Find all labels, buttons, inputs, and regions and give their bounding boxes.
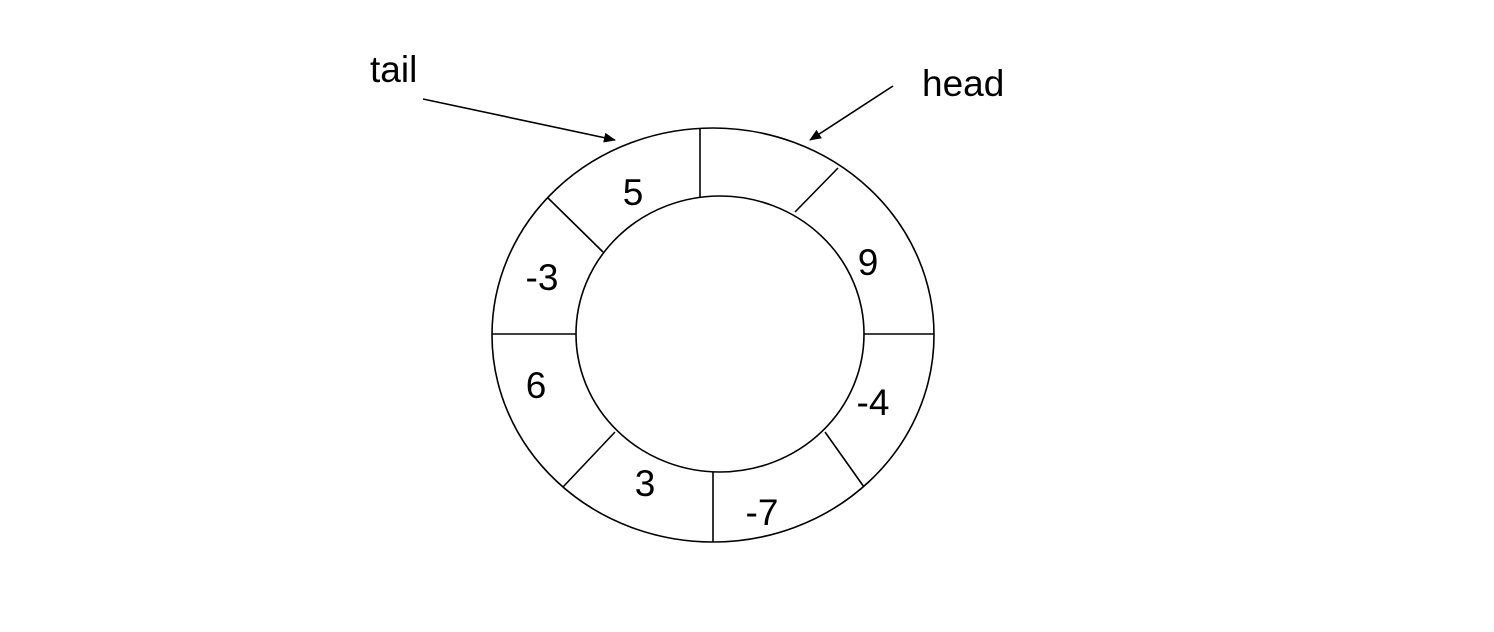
cell-value: -3 xyxy=(526,257,559,298)
cell-value: 6 xyxy=(526,365,547,406)
cell-value: -4 xyxy=(857,382,890,423)
divider xyxy=(794,167,839,213)
head-label: head xyxy=(922,63,1004,104)
divider xyxy=(562,431,616,488)
cell-value: 5 xyxy=(623,172,644,213)
cell-value: 3 xyxy=(635,463,656,504)
inner-ring xyxy=(575,195,865,473)
cell-dividers xyxy=(492,128,934,542)
divider xyxy=(547,197,604,253)
tail-label: tail xyxy=(370,49,417,90)
tail-arrow xyxy=(422,98,616,143)
cell-value: 9 xyxy=(858,242,879,283)
divider xyxy=(824,431,865,488)
cell-value: -7 xyxy=(746,492,779,533)
head-arrow xyxy=(809,85,894,141)
